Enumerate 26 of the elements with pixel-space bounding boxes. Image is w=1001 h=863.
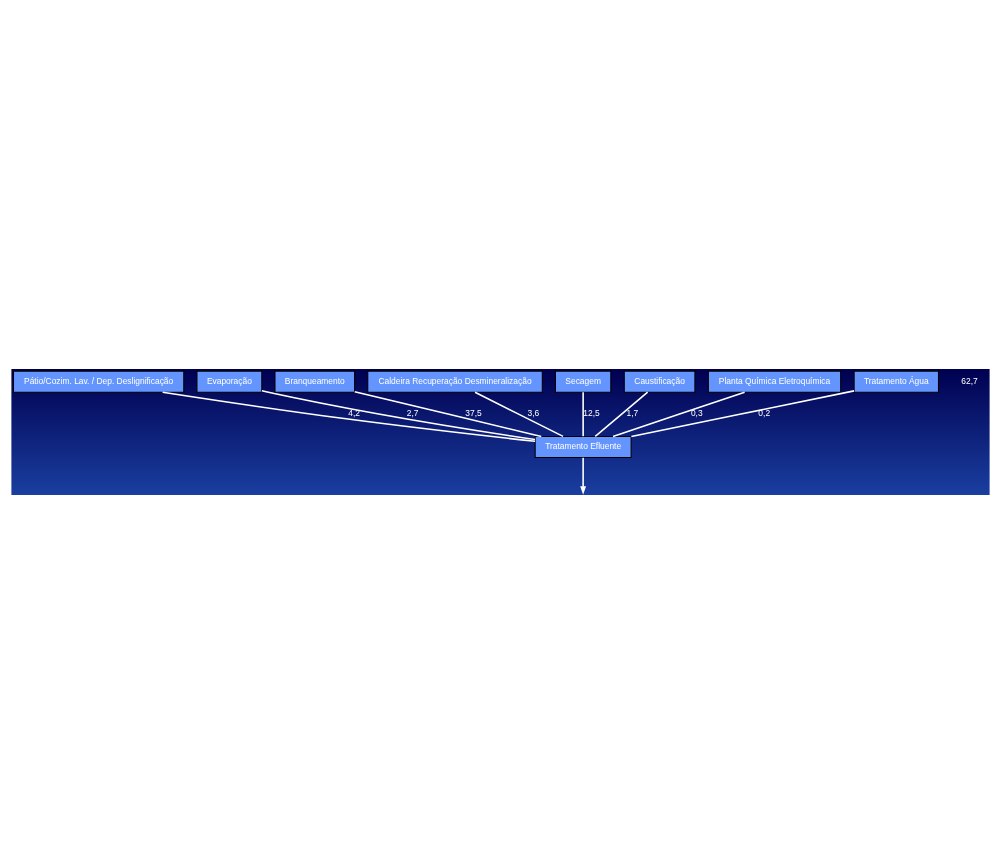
connector <box>474 390 564 437</box>
node-box: Secagem <box>554 370 612 393</box>
node-box: Caustificação <box>623 370 696 393</box>
connector <box>582 390 584 437</box>
connector <box>261 389 536 440</box>
node-box: Tratamento Efluente <box>534 435 632 458</box>
edge-label: 0,2 <box>758 407 771 418</box>
edge-label: 3,6 <box>527 407 540 418</box>
node-box: Caldeira Recuperação Desmineralização <box>367 370 543 393</box>
node-box: Tratamento Água <box>853 370 939 393</box>
node-box: Planta Química Eletroquímica <box>707 370 842 393</box>
node-box: Pátio/Cozim. Lav. / Dep. Deslignificação <box>12 370 185 393</box>
connector <box>594 390 649 437</box>
arrow <box>580 456 587 495</box>
connector <box>612 390 746 437</box>
edge-label: 12,5 <box>583 407 600 418</box>
label: 62,7 <box>961 375 978 386</box>
node-box: Branqueamento <box>274 370 356 393</box>
connector <box>353 390 543 437</box>
edge-label: 2,7 <box>406 407 419 418</box>
edge-label: 1,7 <box>626 407 639 418</box>
node-box: Evaporação <box>196 370 263 393</box>
edge-label: 0,3 <box>690 407 703 418</box>
connector <box>630 389 855 437</box>
connector <box>161 390 536 442</box>
edge-label: 37,5 <box>465 407 482 418</box>
